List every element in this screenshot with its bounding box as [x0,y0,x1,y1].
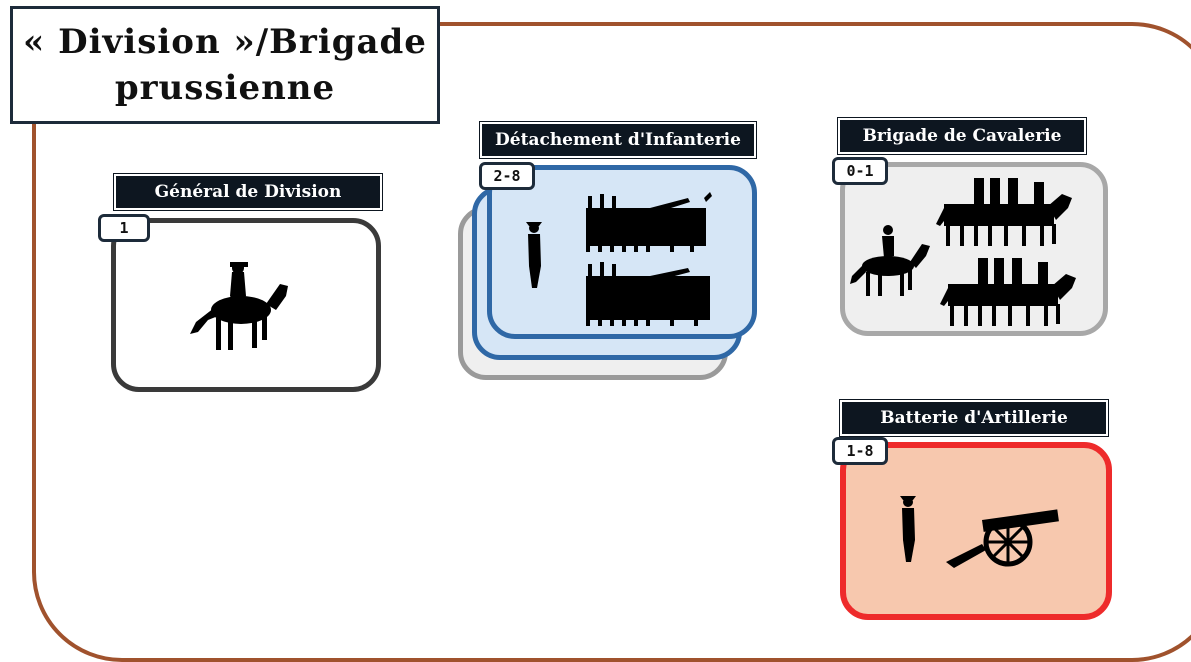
mounted-general-icon [190,262,288,350]
cavalry-label: Brigade de Cavalerie [838,118,1086,154]
cannon-icon [900,496,1059,568]
general-label: Général de Division [114,174,382,210]
cavalry-badge: 0-1 [832,157,888,185]
diagram-title: « Division »/Brigade prussienne [10,6,440,124]
infantry-label: Détachement d'Infanterie [480,122,756,158]
infantry-column-icon [526,192,712,326]
artillery-label: Batterie d'Artillerie [840,400,1108,436]
title-line-2: prussienne [114,68,336,108]
infantry-badge: 2-8 [479,162,535,190]
title-line-1: « Division »/Brigade [23,22,427,62]
artillery-card [840,442,1112,620]
artillery-badge: 1-8 [832,437,888,465]
cavalry-squadron-icon [850,178,1076,326]
general-badge: 1 [98,214,150,242]
